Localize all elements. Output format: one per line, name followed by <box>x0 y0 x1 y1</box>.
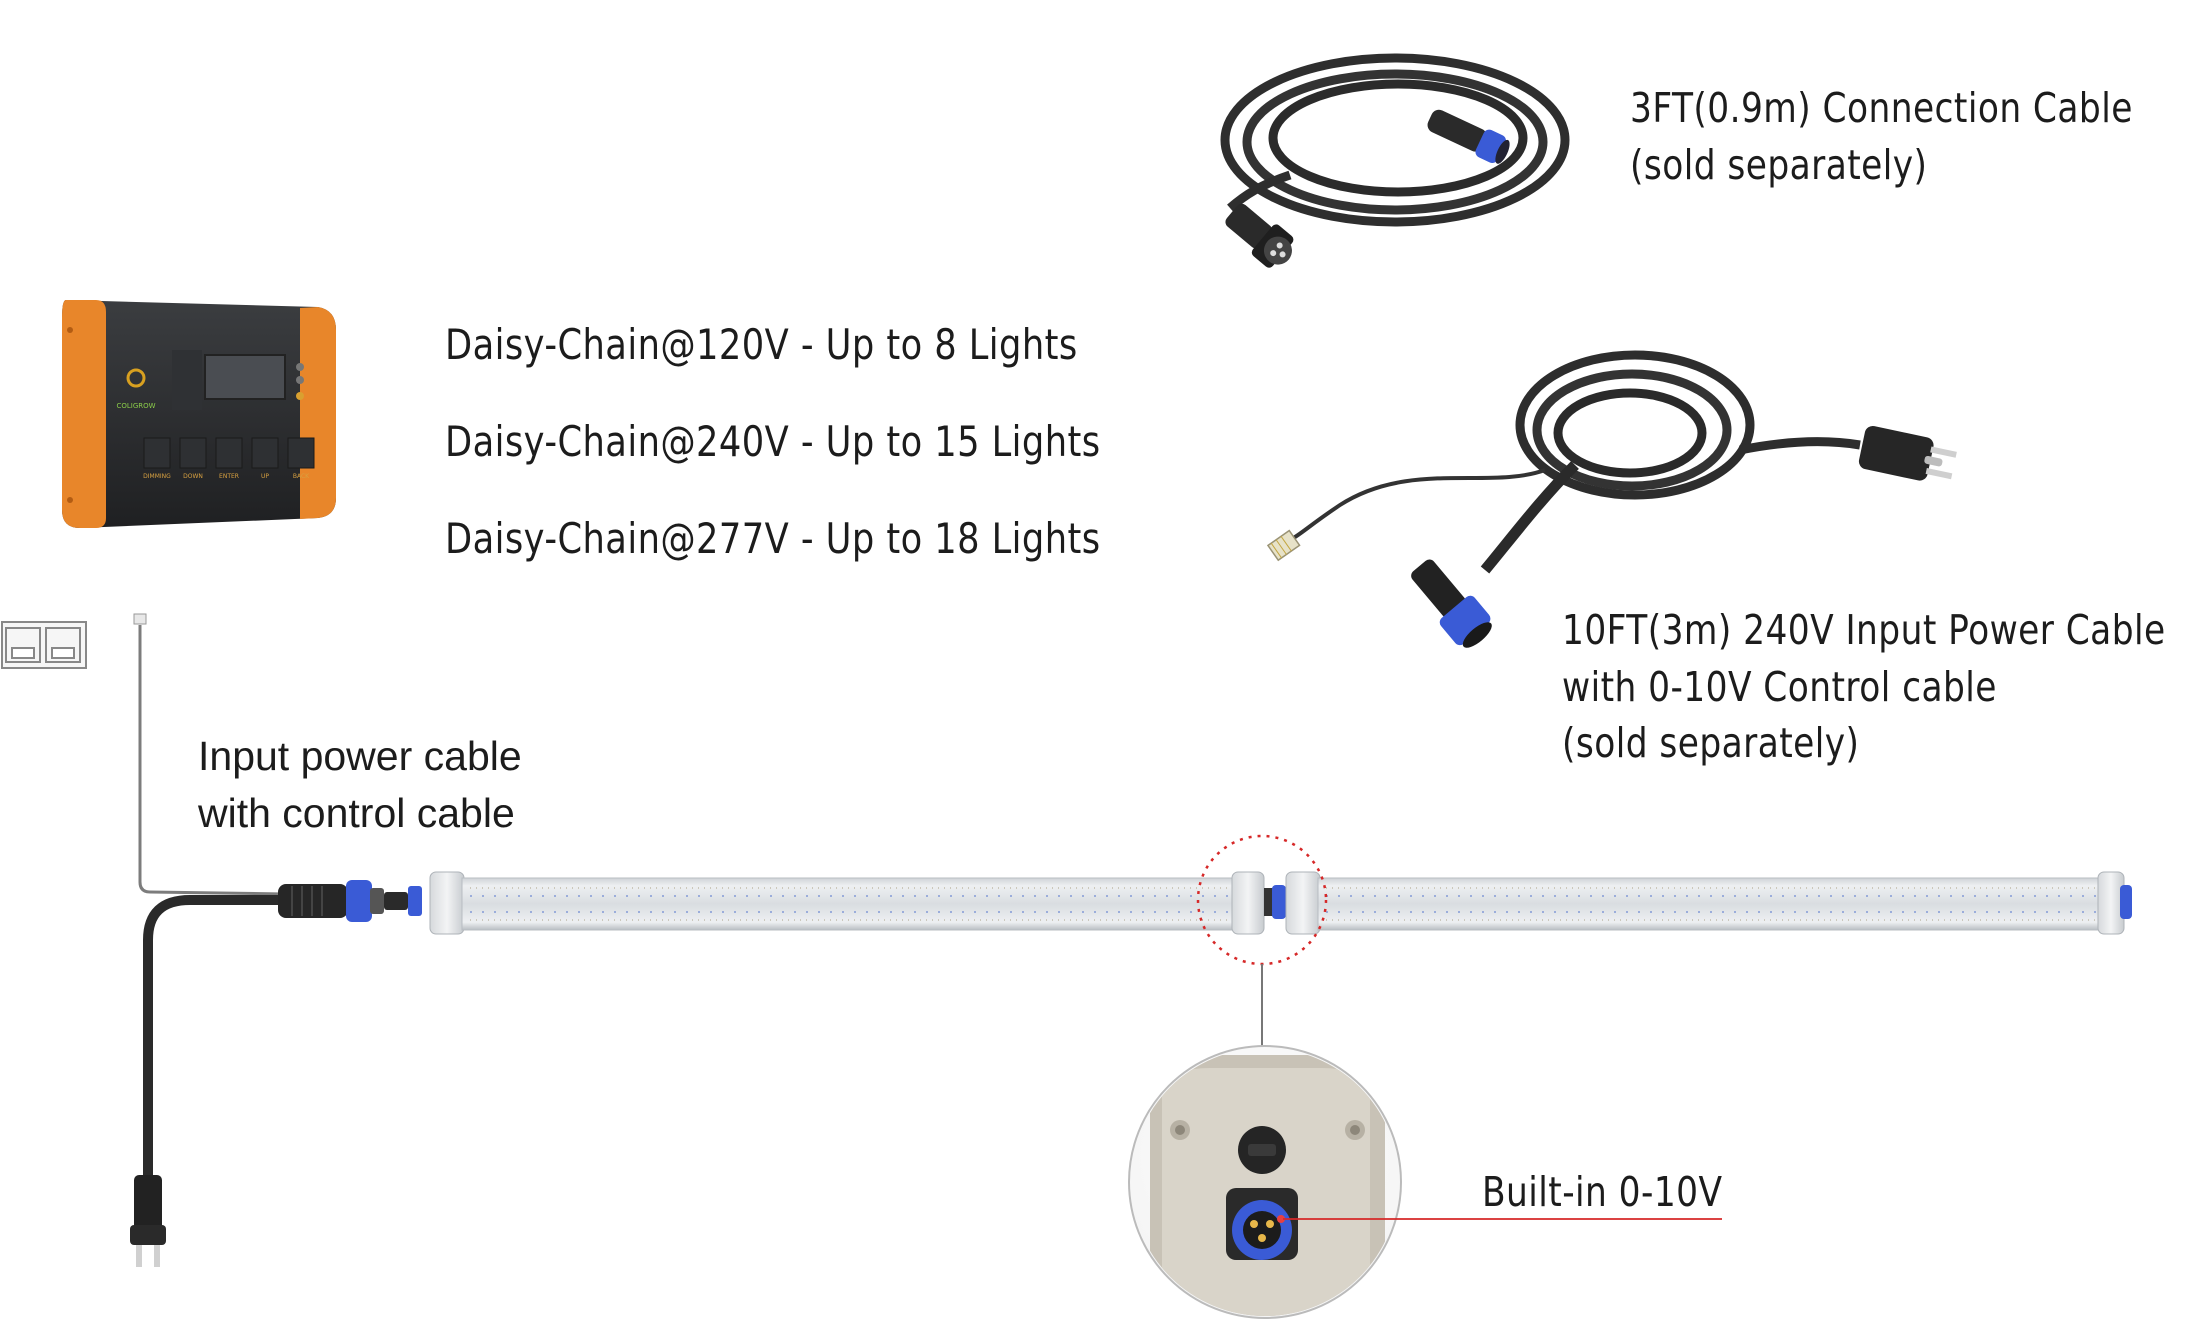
daisy-chain-277v: Daisy-Chain@277V - Up to 18 Lights <box>445 513 1101 563</box>
controller-brand: COLIGROW <box>116 402 155 410</box>
builtin-0-10v-label: Built-in 0-10V <box>1482 1168 1723 1216</box>
controller-image: COLIGROW DIMMING DOWN ENTER UP BACK <box>62 300 336 528</box>
bar-link-connector <box>1264 885 1286 919</box>
btn-label-back: BACK <box>293 473 310 480</box>
btn-label-up: UP <box>261 473 269 480</box>
daisy-chain-240v: Daisy-Chain@240V - Up to 15 Lights <box>445 416 1101 466</box>
detail-callout <box>1196 834 1328 1046</box>
daisy-chain-120v: Daisy-Chain@120V - Up to 8 Lights <box>445 320 1078 369</box>
daisy-chain-list: Daisy-Chain@120V - Up to 8 Lights Daisy-… <box>445 316 1101 568</box>
btn-label-dimming: DIMMING <box>143 473 171 480</box>
btn-label-down: DOWN <box>183 473 203 480</box>
led-bar-left <box>429 871 1265 935</box>
input-cable-label: Input power cable with control cable <box>198 728 522 841</box>
power-cable-label: 10FT(3m) 240V Input Power Cable with 0-1… <box>1562 602 2166 772</box>
connector-detail-inset <box>1128 1045 1722 1319</box>
input-cable-subtitle: with control cable <box>198 789 515 836</box>
input-plug-icon <box>130 1175 166 1267</box>
input-cable-image <box>130 613 422 1267</box>
power-cable-subtitle: with 0-10V Control cable <box>1562 662 1997 711</box>
connection-cable-image <box>1220 53 1570 268</box>
connection-cable-note: (sold separately) <box>1630 140 1928 189</box>
power-cable-image <box>1266 350 1957 648</box>
led-bar-right <box>1285 871 2132 935</box>
input-cable-title: Input power cable <box>198 733 522 779</box>
power-cable-note: (sold separately) <box>1562 719 1860 768</box>
connection-cable-label: 3FT(0.9m) Connection Cable (sold separat… <box>1630 80 2133 193</box>
power-cable-title: 10FT(3m) 240V Input Power Cable <box>1562 606 2166 654</box>
connection-cable-title: 3FT(0.9m) Connection Cable <box>1630 84 2133 132</box>
btn-label-enter: ENTER <box>219 473 239 480</box>
rj45-port-icon <box>1 621 87 669</box>
